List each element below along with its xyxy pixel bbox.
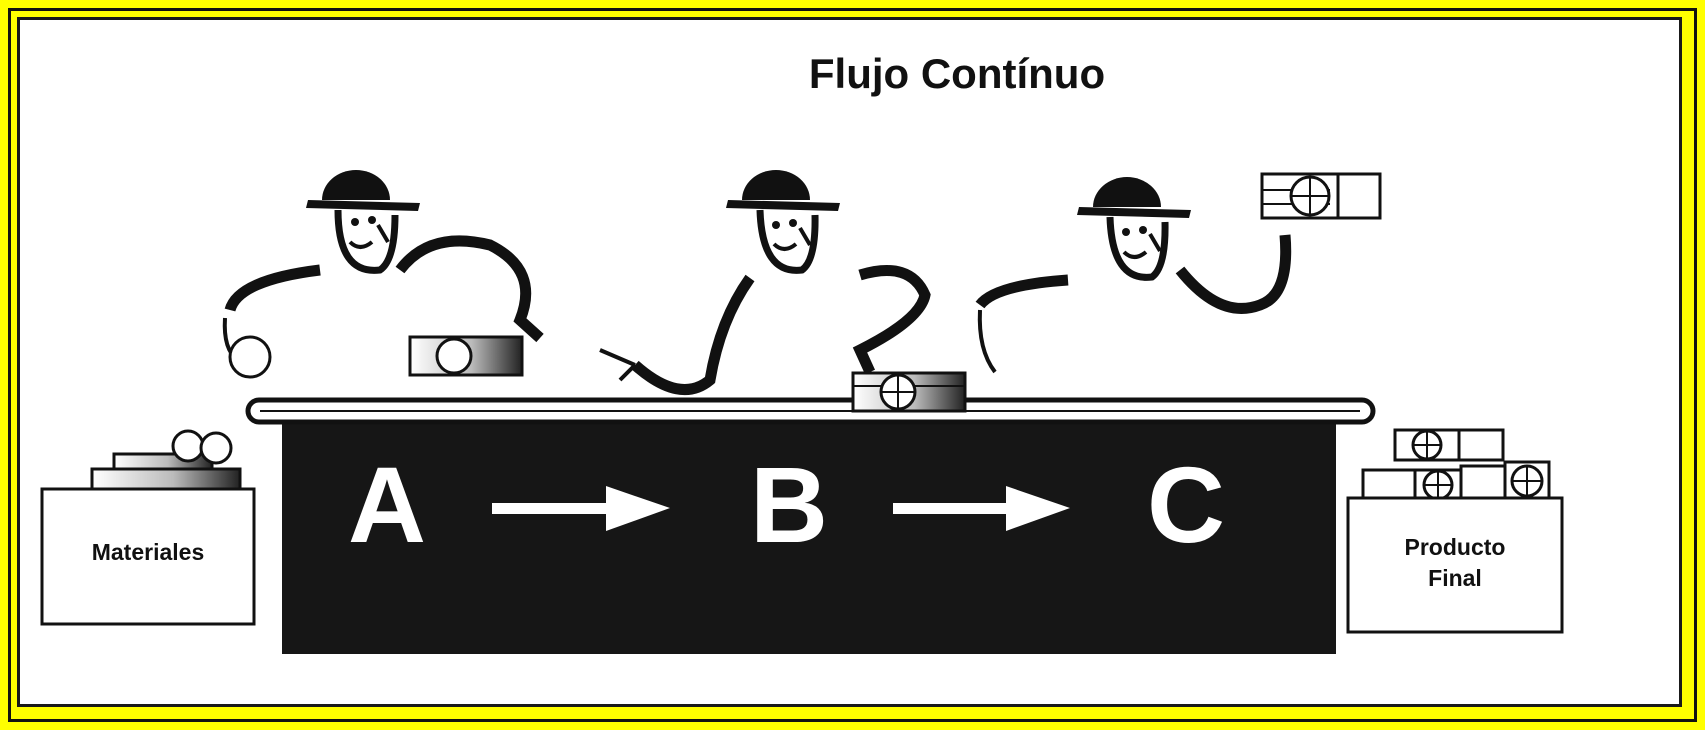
diagram-title: Flujo Contínuo xyxy=(809,50,1105,97)
worker-icon xyxy=(975,177,1292,374)
station-a-label: A xyxy=(348,444,426,565)
arrow-right-icon xyxy=(893,486,1070,531)
finished-goods-bin: Producto Final xyxy=(1346,428,1564,634)
part-icon xyxy=(408,335,524,377)
product-label-line1: Producto xyxy=(1405,534,1506,560)
part-icon xyxy=(1260,172,1382,220)
bin-icon xyxy=(40,487,256,626)
workbench-body xyxy=(282,421,1336,654)
materials-bin: Materiales xyxy=(40,429,256,626)
arrow-right-icon xyxy=(492,486,670,531)
worker-icon xyxy=(222,170,544,362)
workbench xyxy=(245,397,1376,654)
product-label-line2: Final xyxy=(1428,565,1482,591)
materials-label: Materiales xyxy=(92,539,205,565)
part-icon xyxy=(851,371,967,413)
part-icon xyxy=(228,335,272,379)
station-c-label: C xyxy=(1147,444,1225,565)
worker-icon xyxy=(599,170,931,396)
station-b-label: B xyxy=(750,444,828,565)
flow-diagram: Flujo Contínuo A B C xyxy=(40,50,1564,654)
diagram-canvas: Flujo Contínuo A B C xyxy=(17,17,1682,707)
bin-icon xyxy=(1346,496,1564,634)
